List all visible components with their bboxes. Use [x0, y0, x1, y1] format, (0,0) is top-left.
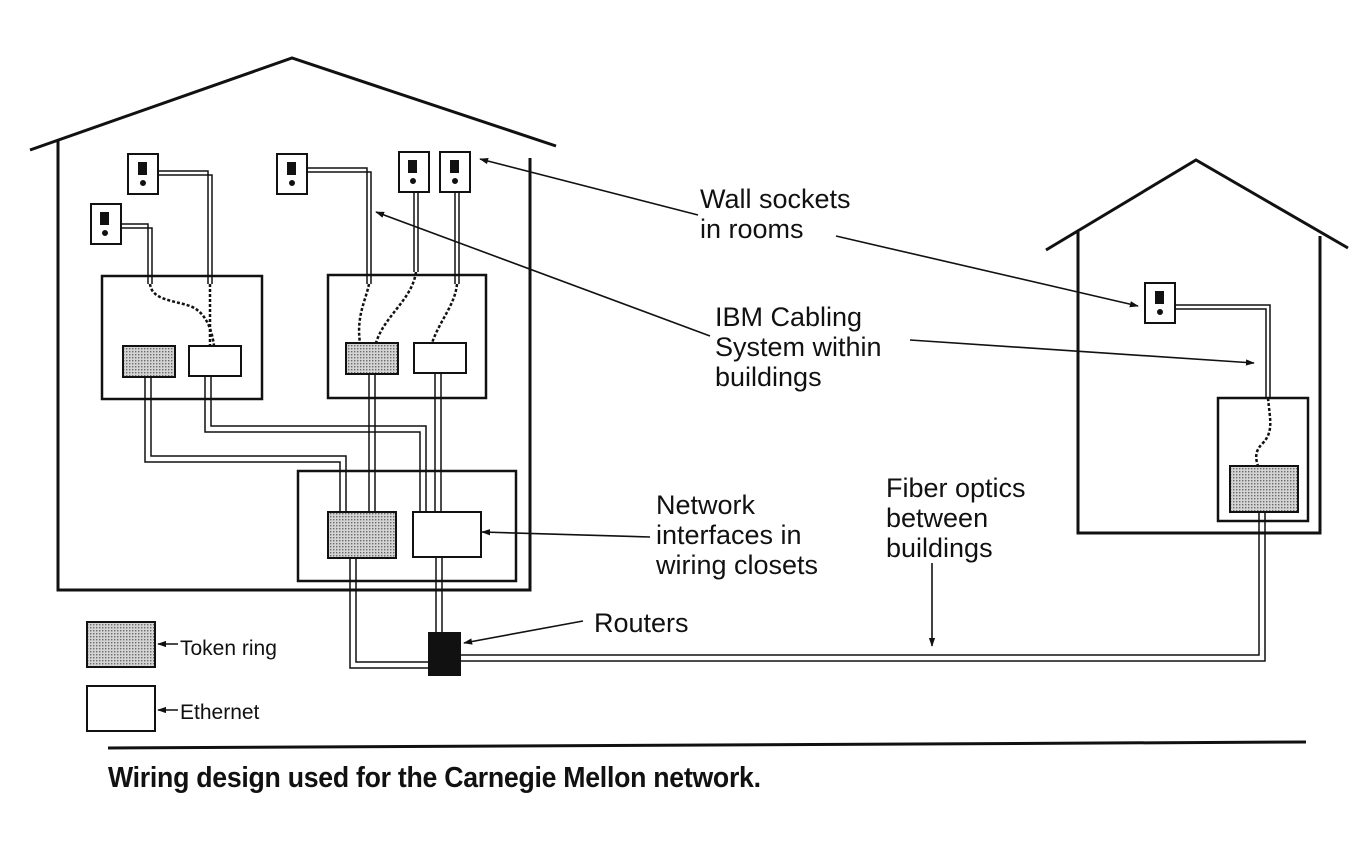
wall-sockets: [90, 151, 1176, 324]
legend-token-ring-swatch: [86, 621, 156, 668]
wall-socket: [276, 153, 308, 195]
legend-ethernet-label: Ethernet: [180, 701, 260, 724]
right-building-walls: [1076, 232, 1322, 535]
fiber-optic-link: [460, 512, 1260, 656]
wall-socket: [1144, 282, 1176, 324]
arrow-ibm-cabling-right: [909, 339, 1255, 366]
wall-socket: [398, 151, 430, 193]
label-network-interfaces: Network interfaces in wiring closets: [656, 490, 819, 580]
caption-rule: [107, 740, 1307, 750]
arrow-wall-sockets-right: [835, 235, 1139, 308]
wall-socket: [90, 203, 122, 245]
left-building-roof: [29, 56, 557, 152]
arrow-network-interfaces: [481, 529, 651, 538]
ethernet-unit: [188, 345, 242, 377]
ibm-cabling-lines: [121, 167, 1271, 398]
closet-main: [296, 469, 518, 583]
token-ring-unit: [1229, 465, 1299, 513]
router: [428, 632, 461, 676]
token-ring-unit: [327, 511, 397, 559]
fiber-optic-link: [460, 512, 1266, 662]
legend-token-ring-label: Token ring: [180, 637, 277, 660]
closet-left: [100, 274, 264, 401]
label-ibm-cabling: IBM Cabling System within buildings: [715, 302, 882, 392]
label-wall-sockets: Wall sockets in rooms: [700, 184, 851, 244]
backbone-cabling: [144, 373, 1266, 669]
figure-caption: Wiring design used for the Carnegie Mell…: [108, 762, 761, 794]
wall-socket: [127, 153, 159, 195]
label-routers: Routers: [594, 608, 689, 638]
wall-socket: [439, 151, 471, 193]
token-ring-unit: [122, 345, 176, 378]
arrow-routers: [463, 620, 584, 645]
right-building-roof: [1045, 158, 1349, 252]
legend-ethernet-swatch: [86, 685, 156, 732]
closet-middle: [326, 273, 488, 400]
ethernet-unit: [412, 511, 482, 558]
twisted-pair-wiring: [148, 271, 1272, 467]
arrow-ibm-cabling-left: [375, 211, 711, 337]
label-fiber-optics: Fiber optics between buildings: [886, 473, 1026, 563]
left-building-walls: [56, 140, 532, 592]
closet-right-building: [1216, 396, 1310, 523]
arrow-wall-sockets-left: [479, 157, 699, 216]
token-ring-unit: [345, 342, 399, 375]
ethernet-unit: [413, 342, 467, 374]
